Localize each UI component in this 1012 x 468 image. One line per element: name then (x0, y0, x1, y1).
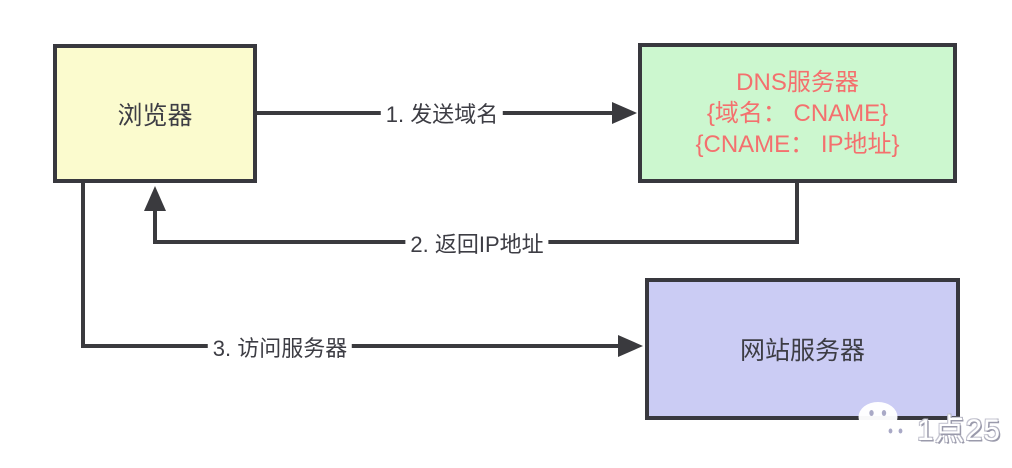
watermark-text: 1点25 (917, 414, 1002, 447)
wechat-icon (858, 402, 911, 452)
arrow-label-return-ip: 2. 返回IP地址 (405, 227, 549, 259)
node-browser: 浏览器 (53, 44, 257, 183)
arrow-label-send-domain: 1. 发送域名 (380, 97, 504, 129)
node-web-server: 网站服务器 (645, 278, 960, 420)
dns-mapping-cname-ip: {CNAME： IP地址} (695, 130, 900, 158)
arrow-access-server (81, 183, 643, 357)
dns-server-title: DNS服务器 (736, 68, 859, 96)
node-dns-server: DNS服务器 {域名： CNAME} {CNAME： IP地址} (638, 43, 957, 183)
browser-label: 浏览器 (117, 101, 193, 130)
dns-mapping-domain-cname: {域名： CNAME} (706, 99, 889, 127)
arrow-label-access-server: 3. 访问服务器 (207, 331, 353, 363)
watermark: 1点25 (855, 401, 1001, 453)
web-server-label: 网站服务器 (739, 337, 865, 365)
